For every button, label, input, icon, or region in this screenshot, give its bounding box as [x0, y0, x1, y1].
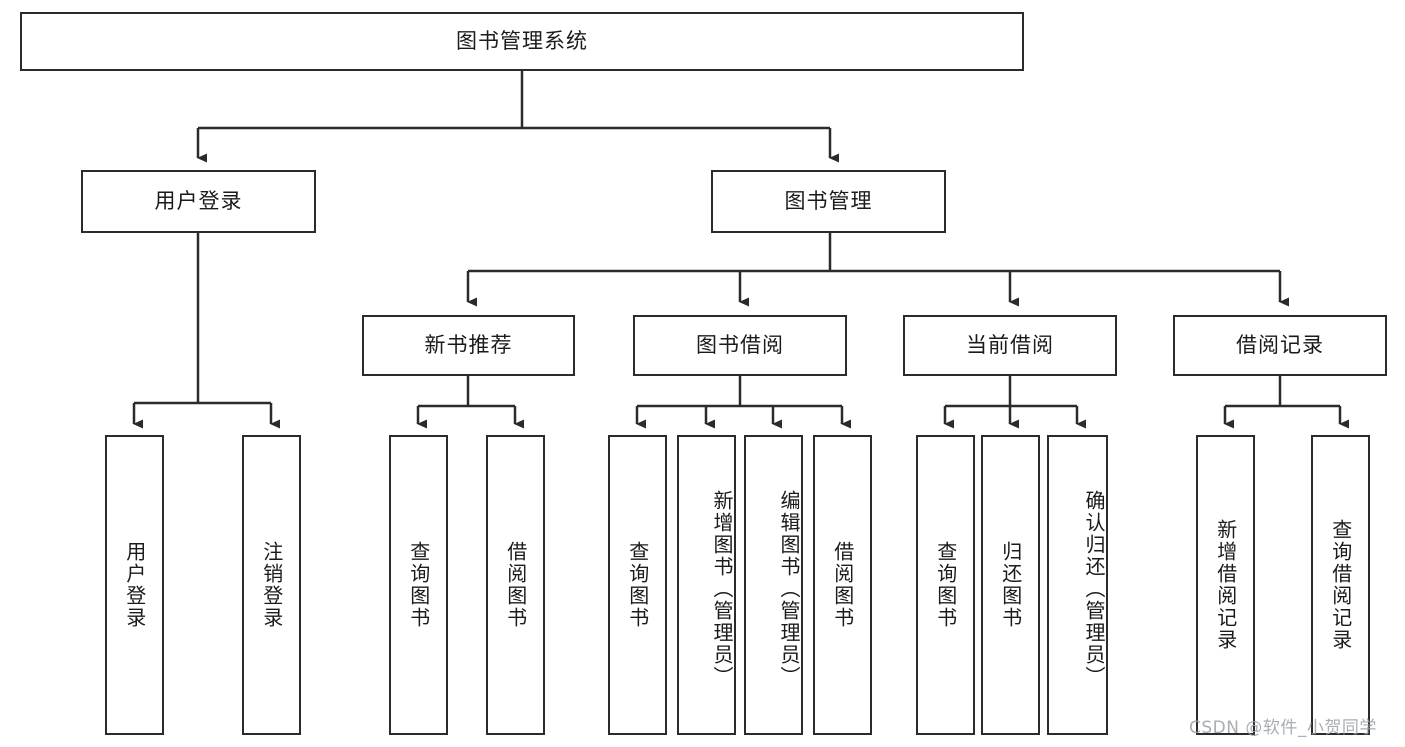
node-label: 查询图书	[406, 541, 431, 629]
node-label: 新书推荐	[424, 332, 513, 357]
leaf-book-borrow-borrow-book[interactable]: 借阅图书	[813, 435, 872, 735]
leaf-current-borrow-return-book[interactable]: 归还图书	[981, 435, 1040, 735]
watermark-text: CSDN @软件_小贺同学	[1189, 718, 1377, 738]
node-book-borrow[interactable]: 图书借阅	[633, 315, 847, 376]
leaf-book-borrow-add-book[interactable]: 新增图书（管理员）	[677, 435, 736, 735]
node-new-book-recommend[interactable]: 新书推荐	[362, 315, 575, 376]
node-label: 图书管理系统	[456, 28, 588, 53]
node-label: 借阅图书	[830, 541, 855, 629]
node-label: 查询图书	[625, 541, 650, 629]
node-root-system[interactable]: 图书管理系统	[20, 12, 1024, 71]
leaf-user-login-login[interactable]: 用户登录	[105, 435, 164, 735]
node-book-management[interactable]: 图书管理	[711, 170, 946, 233]
node-label: 新增图书（管理员）	[710, 490, 734, 688]
node-label: 用户登录	[154, 188, 243, 213]
node-label: 用户登录	[122, 541, 147, 629]
leaf-book-borrow-edit-book[interactable]: 编辑图书（管理员）	[744, 435, 803, 735]
node-label: 编辑图书（管理员）	[777, 490, 801, 688]
leaf-new-book-query-book[interactable]: 查询图书	[389, 435, 448, 735]
node-borrow-record[interactable]: 借阅记录	[1173, 315, 1387, 376]
leaf-book-borrow-query-book[interactable]: 查询图书	[608, 435, 667, 735]
leaf-user-login-logout[interactable]: 注销登录	[242, 435, 301, 735]
node-current-borrow[interactable]: 当前借阅	[903, 315, 1117, 376]
node-label: 注销登录	[259, 541, 284, 629]
node-label: 新增借阅记录	[1213, 519, 1238, 651]
node-label: 查询图书	[933, 541, 958, 629]
node-label: 图书管理	[784, 188, 873, 213]
node-label: 借阅记录	[1236, 332, 1324, 357]
leaf-current-borrow-confirm-return[interactable]: 确认归还（管理员）	[1047, 435, 1108, 735]
node-label: 图书借阅	[696, 332, 784, 357]
node-user-login[interactable]: 用户登录	[81, 170, 316, 233]
node-label: 当前借阅	[966, 332, 1054, 357]
leaf-new-book-borrow-book[interactable]: 借阅图书	[486, 435, 545, 735]
leaf-borrow-record-add-record[interactable]: 新增借阅记录	[1196, 435, 1255, 735]
node-label: 借阅图书	[503, 541, 528, 629]
node-label: 确认归还（管理员）	[1082, 490, 1106, 688]
node-label: 查询借阅记录	[1328, 519, 1353, 651]
node-label: 归还图书	[998, 541, 1023, 629]
leaf-current-borrow-query-book[interactable]: 查询图书	[916, 435, 975, 735]
leaf-borrow-record-query-record[interactable]: 查询借阅记录	[1311, 435, 1370, 735]
